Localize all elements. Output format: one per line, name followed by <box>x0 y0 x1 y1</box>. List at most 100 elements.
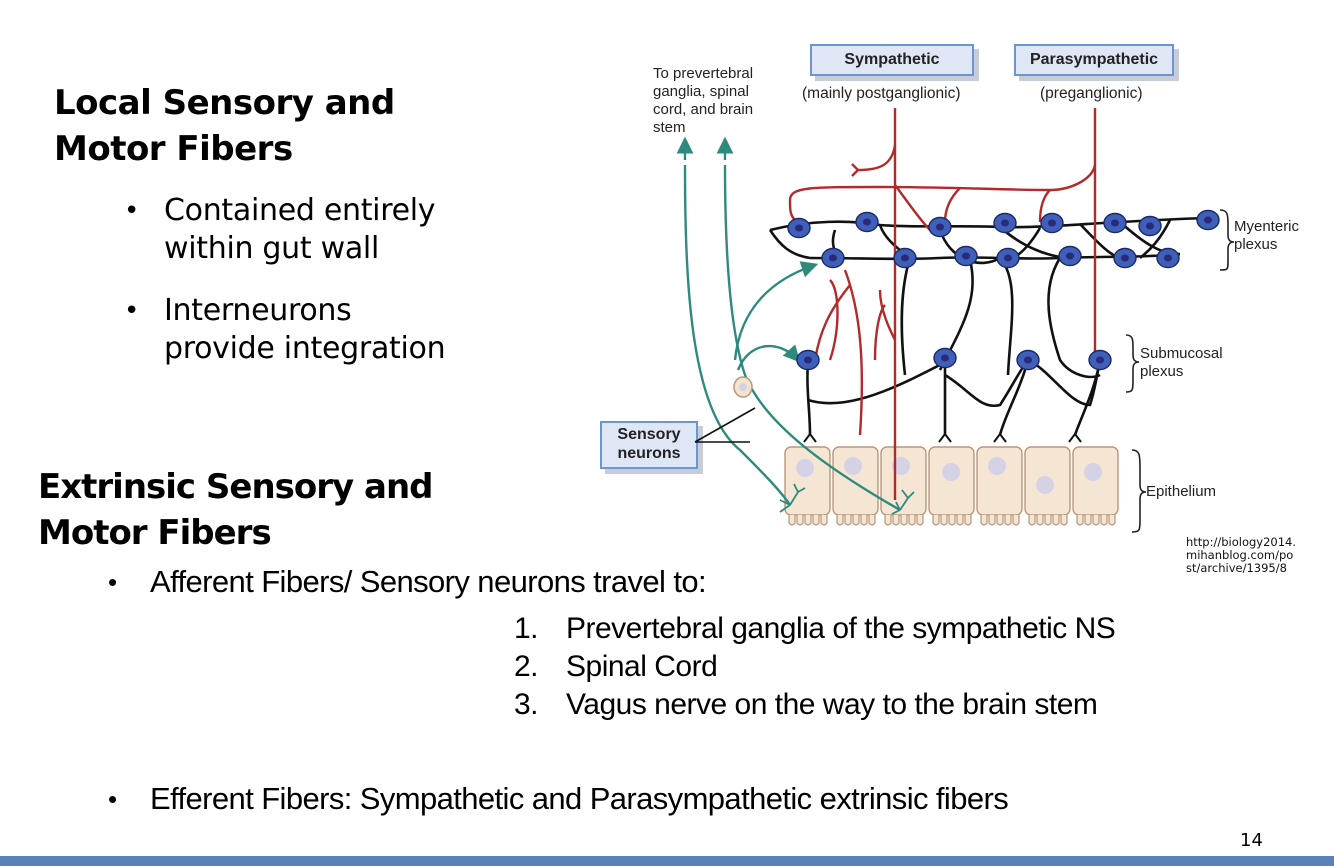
neuron-soma <box>1016 349 1040 371</box>
source-credit: http://biology2014. mihanblog.com/po st/… <box>1186 536 1296 575</box>
prevertebral-label-line: ganglia, spinal <box>653 83 749 100</box>
microvillus <box>932 515 940 526</box>
microvillus <box>820 515 828 526</box>
neuron-nucleus <box>804 356 812 364</box>
epithelial-cell <box>1024 446 1071 516</box>
sensory-endings <box>779 483 915 515</box>
local-heading-line2: Motor Fibers <box>54 129 293 169</box>
neuron-nucleus <box>1066 252 1074 260</box>
neuron-soma <box>1058 245 1082 267</box>
neuron-soma <box>1138 215 1162 237</box>
neuron-nucleus <box>1164 254 1172 262</box>
neuron-soma <box>893 247 917 269</box>
myenteric-plexus-label: Myenteric plexus <box>1234 218 1299 254</box>
footer-bar <box>0 856 1334 866</box>
destination-number: 2. <box>514 650 539 683</box>
afferent-bullet: • Afferent Fibers/ Sensory neurons trave… <box>108 563 707 601</box>
microvillus <box>1028 515 1036 526</box>
bullet-icon: • <box>124 296 140 326</box>
neuron-soma <box>928 216 952 238</box>
epithelial-cell <box>832 446 879 516</box>
epithelial-cell <box>976 446 1023 516</box>
local-bullet-1-line2: within gut wall <box>164 231 379 266</box>
microvillus <box>860 515 868 526</box>
cell-nucleus <box>1036 476 1054 494</box>
neuron-nucleus <box>1121 254 1129 262</box>
destination-number: 1. <box>514 612 539 645</box>
neuron-soma <box>996 247 1020 269</box>
source-credit-line: http://biology2014. <box>1186 535 1297 549</box>
neuron-soma <box>821 247 845 269</box>
microvillus <box>996 515 1004 526</box>
neuron-soma <box>1103 212 1127 234</box>
epithelium-brace-icon <box>1131 449 1147 533</box>
sensory-fiber-short <box>723 164 901 512</box>
microvillus <box>892 515 900 526</box>
microvillus <box>980 515 988 526</box>
microvillus <box>1100 515 1108 526</box>
destination-text: Spinal Cord <box>566 650 718 683</box>
epithelium-cells <box>779 446 1119 526</box>
epithelial-cell <box>784 446 831 516</box>
microvillus <box>788 515 796 526</box>
microvillus <box>1004 515 1012 526</box>
microvillus <box>836 515 844 526</box>
afferent-bullet-text: Afferent Fibers/ Sensory neurons travel … <box>150 564 707 599</box>
local-bullet-1: • Contained entirely within gut wall <box>124 192 436 268</box>
source-credit-line: mihanblog.com/po <box>1186 548 1294 562</box>
source-credit-line: st/archive/1395/8 <box>1186 561 1287 575</box>
neuron-soma <box>796 349 820 371</box>
microvillus <box>796 515 804 526</box>
neuron-nucleus <box>962 252 970 260</box>
myenteric-label-line: Myenteric <box>1234 218 1300 235</box>
neuron-nucleus <box>1096 356 1104 364</box>
myenteric-brace-icon <box>1219 209 1235 271</box>
epithelial-cell <box>1072 446 1119 516</box>
prevertebral-label-line: stem <box>653 119 686 136</box>
neuron-nucleus <box>1001 219 1009 227</box>
microvillus <box>1076 515 1084 526</box>
prevertebral-label-line: To prevertebral <box>653 65 754 82</box>
sympathetic-sub-label: (mainly postganglionic) <box>802 85 961 102</box>
local-bullet-1-line1: Contained entirely <box>164 193 436 228</box>
extrinsic-heading: Extrinsic Sensory and Motor Fibers <box>38 464 434 556</box>
microvillus <box>884 515 892 526</box>
extrinsic-heading-line1: Extrinsic Sensory and <box>38 467 434 507</box>
destination-text: Prevertebral ganglia of the sympathetic … <box>566 612 1116 645</box>
submucosal-brace-icon <box>1125 334 1140 393</box>
myenteric-label-line: plexus <box>1234 236 1278 253</box>
neuron-soma <box>1040 212 1064 234</box>
neuron-soma <box>855 211 879 233</box>
cell-nucleus <box>844 457 862 475</box>
parasympathetic-box: Parasympathetic <box>1014 44 1174 76</box>
neuron-soma <box>1113 247 1137 269</box>
neuron-soma <box>1196 209 1220 231</box>
submucosal-plexus-label: Submucosal plexus <box>1140 345 1223 381</box>
microvillus <box>1092 515 1100 526</box>
cell-nucleus <box>892 457 910 475</box>
microvillus <box>1012 515 1020 526</box>
microvillus <box>812 515 820 526</box>
microvillus <box>844 515 852 526</box>
microvillus <box>900 515 908 526</box>
neuron-nucleus <box>863 218 871 226</box>
microvillus <box>852 515 860 526</box>
local-bullet-2-line2: provide integration <box>164 331 446 366</box>
local-heading-line1: Local Sensory and <box>54 83 395 123</box>
sensory-box-line: neurons <box>617 445 681 462</box>
neuron-nucleus <box>1111 219 1119 227</box>
local-heading: Local Sensory and Motor Fibers <box>54 80 395 172</box>
neuron-nucleus <box>795 224 803 232</box>
parasympathetic-sub-label: (preganglionic) <box>1040 85 1143 102</box>
neuron-nucleus <box>1204 216 1212 224</box>
cell-nucleus <box>942 463 960 481</box>
enteric-nervous-system-diagram: To prevertebral ganglia, spinal cord, an… <box>580 30 1334 590</box>
sensory-fiber-long <box>683 164 791 506</box>
microvillus <box>964 515 972 526</box>
bullet-icon: • <box>124 196 140 226</box>
destination-number: 3. <box>514 688 539 721</box>
epithelial-cell <box>880 446 927 516</box>
epithelial-cell <box>928 446 975 516</box>
epithelium-label: Epithelium <box>1146 483 1217 500</box>
neuron-nucleus <box>1048 219 1056 227</box>
